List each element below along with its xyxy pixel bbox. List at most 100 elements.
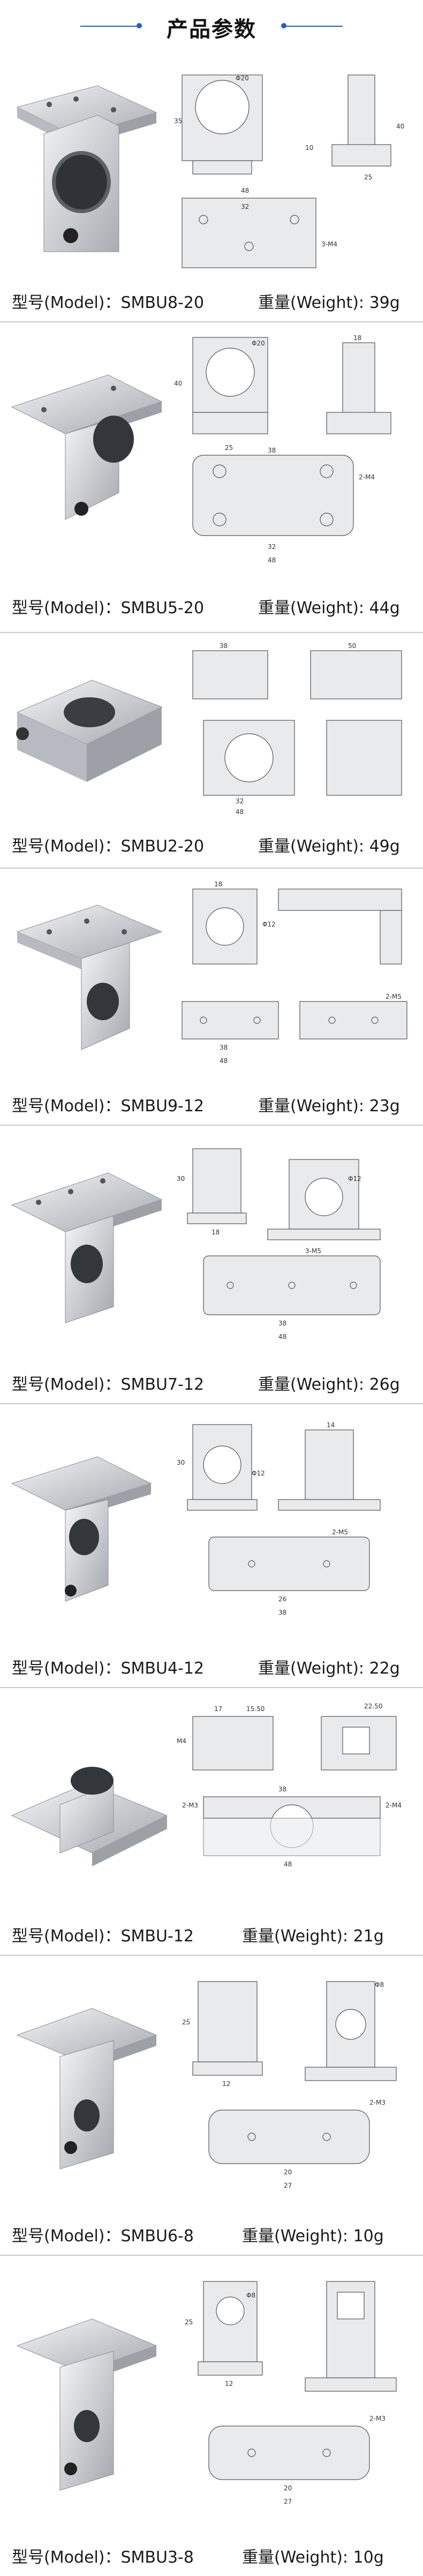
svg-text:25: 25 xyxy=(185,2318,193,2326)
svg-text:Φ12: Φ12 xyxy=(262,921,276,928)
svg-text:2-M5: 2-M5 xyxy=(332,1528,348,1536)
svg-text:2-M3: 2-M3 xyxy=(369,2099,386,2106)
svg-text:48: 48 xyxy=(241,187,249,194)
weight-label: 重量(Weight): 21g xyxy=(242,1927,384,1946)
product-caption: 型号(Model)：SMBU3-8 重量(Weight): 10g xyxy=(12,2544,384,2567)
svg-text:20: 20 xyxy=(284,2168,292,2176)
svg-text:48: 48 xyxy=(284,1861,292,1868)
svg-text:38: 38 xyxy=(220,642,228,650)
model-label: 型号(Model)：SMBU9-12 xyxy=(12,1097,205,1116)
svg-text:30: 30 xyxy=(177,1459,185,1466)
svg-text:M4: M4 xyxy=(177,1737,186,1745)
product-block-smbu6-8: 25 12 Φ8 2-M3 20 27 型号(Model)：SMBU6-8 重量… xyxy=(0,1955,423,2256)
product-caption: 型号(Model)：SMBU8-20 重量(Weight): 39g xyxy=(12,289,400,313)
technical-drawing: 18 Φ12 38 48 2-M5 xyxy=(182,880,407,1065)
product-caption: 型号(Model)：SMBU9-12 重量(Weight): 23g xyxy=(12,1093,400,1116)
product-photo xyxy=(11,1767,167,1866)
svg-text:18: 18 xyxy=(212,1229,220,1236)
product-block-smbu2-20: 38 50 32 48 型号(Model)：SMBU2-20 重量(Weight… xyxy=(0,632,423,869)
svg-text:3-M4: 3-M4 xyxy=(321,240,337,248)
svg-text:48: 48 xyxy=(236,808,244,816)
product-block-smbu3-8: 25 Φ8 12 2-M3 20 27 型号(Model)：SMBU3-8 重量… xyxy=(0,2255,423,2576)
svg-text:50: 50 xyxy=(348,642,356,650)
weight-label: 重量(Weight): 10g xyxy=(242,2548,384,2567)
svg-text:15.50: 15.50 xyxy=(246,1705,265,1713)
svg-text:2-M4: 2-M4 xyxy=(386,1802,402,1809)
product-caption: 型号(Model)：SMBU-12 重量(Weight): 21g xyxy=(12,1923,384,1946)
header-dot-left xyxy=(137,23,142,28)
svg-text:12: 12 xyxy=(225,2380,233,2387)
model-label: 型号(Model)：SMBU2-20 xyxy=(12,837,205,856)
svg-text:Φ8: Φ8 xyxy=(375,1981,384,1989)
weight-label: 重量(Weight): 44g xyxy=(258,599,400,617)
svg-text:2-M5: 2-M5 xyxy=(386,993,402,1000)
svg-text:38: 38 xyxy=(220,1044,228,1051)
product-photo xyxy=(16,85,157,252)
product-block-smbu7-12: 30 18 Φ12 3-M5 38 48 型号(Model)：SMBU7-12 … xyxy=(0,1125,423,1404)
svg-text:40: 40 xyxy=(396,123,404,130)
model-label: 型号(Model)：SMBU5-20 xyxy=(12,599,205,617)
model-label: 型号(Model)：SMBU-12 xyxy=(12,1927,194,1946)
technical-drawing: 38 50 32 48 xyxy=(192,642,402,816)
svg-text:Φ12: Φ12 xyxy=(252,1470,265,1477)
technical-drawing: 30 18 Φ12 3-M5 38 48 xyxy=(177,1148,381,1340)
svg-text:25: 25 xyxy=(225,444,233,451)
weight-label: 重量(Weight): 26g xyxy=(258,1375,400,1394)
product-block-smbu5-20: 40 Φ20 18 25 38 32 48 2-M4 型号(Model)：SMB… xyxy=(0,321,423,633)
weight-label: 重量(Weight): 10g xyxy=(242,2227,384,2246)
svg-text:40: 40 xyxy=(174,380,182,387)
svg-text:25: 25 xyxy=(364,174,372,181)
weight-label: 重量(Weight): 22g xyxy=(258,1659,400,1678)
product-caption: 型号(Model)：SMBU2-20 重量(Weight): 49g xyxy=(12,833,400,856)
svg-text:3-M5: 3-M5 xyxy=(305,1247,321,1255)
product-photo xyxy=(16,2318,157,2491)
svg-text:38: 38 xyxy=(278,1786,286,1793)
header-rule-left xyxy=(80,26,139,27)
model-label: 型号(Model)：SMBU7-12 xyxy=(12,1375,205,1394)
technical-drawing: 17 15.50 M4 22.50 38 2-M3 2-M4 48 xyxy=(177,1703,402,1868)
product-caption: 型号(Model)：SMBU7-12 重量(Weight): 26g xyxy=(12,1371,400,1395)
model-label: 型号(Model)：SMBU8-20 xyxy=(12,293,205,312)
product-block-smbu4-12: 30 Φ12 14 2-M5 26 38 型号(Model)：SMBU4-12 … xyxy=(0,1403,423,1688)
svg-text:Φ20: Φ20 xyxy=(236,74,249,82)
product-photo xyxy=(16,905,163,1050)
svg-text:27: 27 xyxy=(284,2498,292,2505)
svg-text:18: 18 xyxy=(214,880,222,888)
product-photo xyxy=(11,1172,163,1323)
svg-text:38: 38 xyxy=(278,1609,286,1616)
technical-drawing: 25 Φ8 12 2-M3 20 27 xyxy=(185,2281,397,2505)
svg-text:12: 12 xyxy=(222,2080,230,2088)
product-caption: 型号(Model)：SMBU4-12 重量(Weight): 22g xyxy=(12,1655,400,1678)
svg-text:22.50: 22.50 xyxy=(364,1703,382,1710)
product-caption: 型号(Model)：SMBU6-8 重量(Weight): 10g xyxy=(12,2223,384,2246)
product-photo xyxy=(11,1456,152,1602)
product-photo xyxy=(16,2008,157,2170)
svg-text:25: 25 xyxy=(182,2018,190,2026)
technical-drawing: 35 Φ20 40 10 25 48 32 3-M4 xyxy=(174,74,404,268)
svg-text:2-M3: 2-M3 xyxy=(182,1802,198,1809)
svg-text:32: 32 xyxy=(268,543,276,551)
svg-text:35: 35 xyxy=(174,117,182,125)
technical-drawing: 30 Φ12 14 2-M5 26 38 xyxy=(177,1421,381,1616)
svg-text:30: 30 xyxy=(177,1175,185,1182)
weight-label: 重量(Weight): 39g xyxy=(258,293,400,312)
product-block-smbu9-12: 18 Φ12 38 48 2-M5 型号(Model)：SMBU9-12 重量(… xyxy=(0,868,423,1126)
product-block-smbu-12: 17 15.50 M4 22.50 38 2-M3 2-M4 48 型号(Mod… xyxy=(0,1687,423,1956)
svg-text:48: 48 xyxy=(278,1333,286,1340)
technical-drawing: 40 Φ20 18 25 38 32 48 2-M4 xyxy=(174,334,391,564)
svg-text:27: 27 xyxy=(284,2182,292,2189)
model-label: 型号(Model)：SMBU4-12 xyxy=(12,1659,205,1678)
section-header: 产品参数 xyxy=(0,0,423,54)
svg-text:26: 26 xyxy=(278,1595,286,1603)
svg-text:38: 38 xyxy=(278,1320,286,1327)
weight-label: 重量(Weight): 49g xyxy=(258,837,400,856)
page-title: 产品参数 xyxy=(167,17,256,42)
svg-text:48: 48 xyxy=(220,1057,228,1065)
svg-text:2-M4: 2-M4 xyxy=(359,473,375,481)
product-caption: 型号(Model)：SMBU5-20 重量(Weight): 44g xyxy=(12,594,400,618)
svg-text:48: 48 xyxy=(268,556,276,564)
model-label: 型号(Model)：SMBU6-8 xyxy=(12,2227,194,2246)
product-block-smbu8-20: 35 Φ20 40 10 25 48 32 3-M4 型号(Model)：SMB… xyxy=(0,54,423,322)
svg-text:Φ12: Φ12 xyxy=(348,1175,361,1182)
product-photo xyxy=(16,680,163,782)
